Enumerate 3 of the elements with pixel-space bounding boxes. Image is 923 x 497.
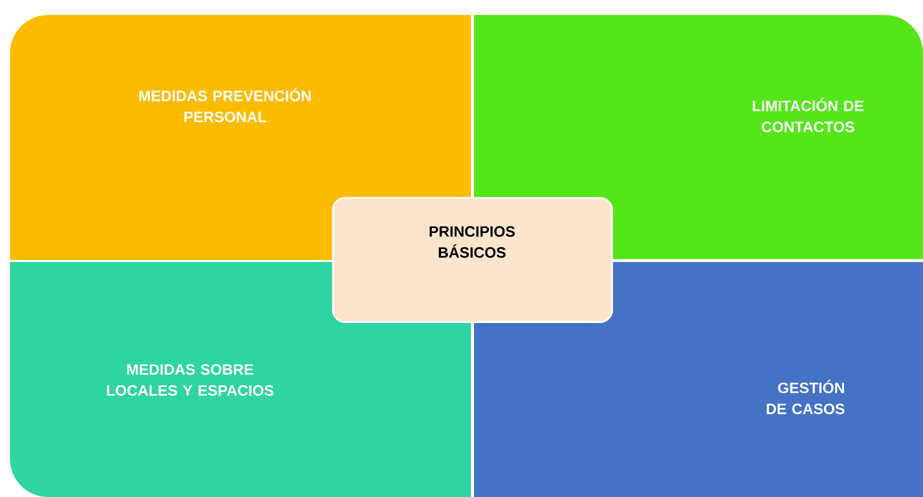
- center-box: PRINCIPIOS BÁSICOS: [332, 197, 613, 323]
- quadrant-panel: GESTIÓN DE CASOS: [474, 262, 923, 497]
- quadrant-panel: MEDIDAS SOBRE LOCALES Y ESPACIOS: [10, 262, 471, 497]
